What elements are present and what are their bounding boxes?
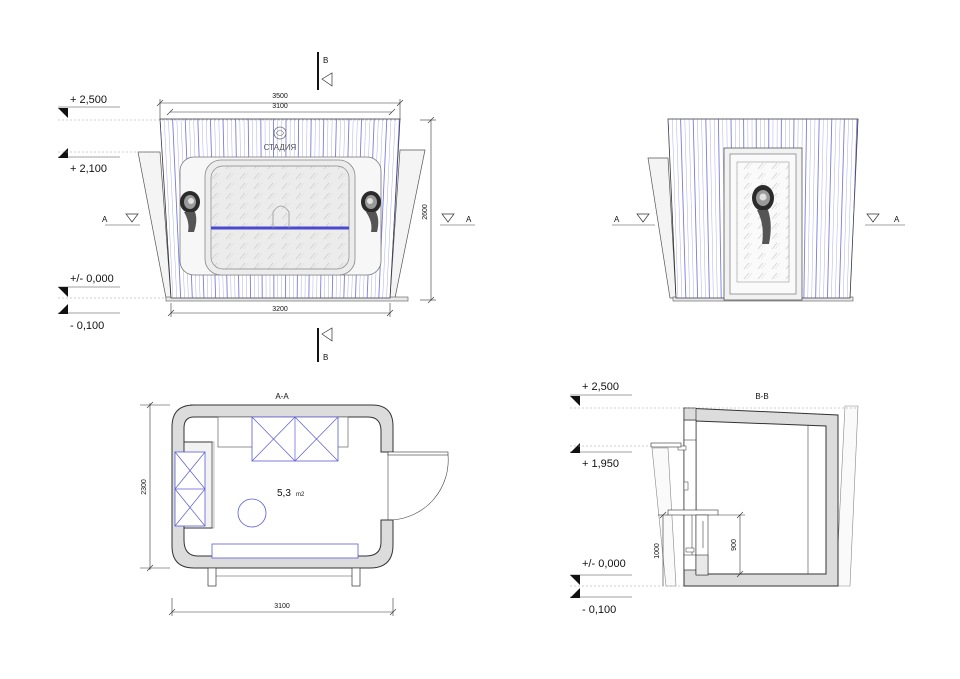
- plan-a-a: A-A 5,3 m2: [140, 392, 449, 616]
- plan-door-leaf: [387, 451, 449, 456]
- cut-marker-a-right-front: A: [440, 213, 475, 226]
- svg-text:A: A: [102, 215, 108, 224]
- section-level-markers: + 2,500 + 1,950 +/- 0,000 - 0,100: [570, 381, 858, 616]
- svg-text:A: A: [466, 215, 472, 224]
- cut-marker-a-right-side: A: [865, 213, 905, 226]
- dim-1000: 1000: [654, 543, 661, 559]
- plan-service-counter: [211, 543, 359, 559]
- dim-3100-plan: 3100: [274, 603, 290, 610]
- svg-text:B: B: [323, 353, 328, 362]
- level-front-zero: +/- 0,000: [70, 273, 114, 285]
- front-level-markers: + 2,500 + 2,100 +/- 0,000 - 0,100: [58, 94, 400, 332]
- side-elevation: [647, 118, 859, 302]
- level-front-2500: + 2,500: [70, 94, 107, 106]
- dim-900: 900: [731, 539, 738, 551]
- service-hatch: [272, 205, 290, 228]
- cut-marker-b-bottom: B: [317, 327, 333, 362]
- level-section-1950: + 1,950: [582, 458, 619, 470]
- svg-text:A: A: [614, 215, 620, 224]
- plan-stool: [237, 498, 267, 528]
- dim-2300: 2300: [141, 479, 148, 495]
- level-section-2500: + 2,500: [582, 381, 619, 393]
- area-value: 5,3: [277, 488, 291, 499]
- section-canopy-shelf: [650, 442, 682, 448]
- level-section-zero: +/- 0,000: [582, 558, 626, 570]
- dim-3500: 3500: [272, 93, 288, 100]
- section-b-b: B-B 1000 900: [650, 392, 859, 587]
- front-elevation: СТАДИЯ: [137, 118, 426, 302]
- service-window-glass: [210, 165, 350, 270]
- dim-3100-front: 3100: [272, 103, 288, 110]
- cut-marker-a-left-side: A: [612, 213, 655, 226]
- area-unit: m2: [296, 492, 305, 498]
- trophy-emblem-door: [752, 185, 774, 244]
- svg-text:A: A: [894, 215, 900, 224]
- front-dimensions: 3500 3100 3200 2600: [156, 93, 436, 317]
- plan-door-swing: [391, 454, 449, 521]
- section-title: B-B: [755, 392, 768, 401]
- cut-marker-b-top: B: [317, 52, 333, 90]
- logo-text: СТАДИЯ: [264, 143, 297, 152]
- section-counter-top: [667, 509, 719, 516]
- trophy-emblem-right: [361, 191, 381, 232]
- dim-2600: 2600: [422, 204, 429, 220]
- svg-text:B: B: [323, 56, 328, 65]
- stadium-logo: СТАДИЯ: [264, 126, 297, 152]
- level-front-minus: - 0,100: [70, 320, 104, 332]
- level-front-2100: + 2,100: [70, 163, 107, 175]
- cut-marker-a-left-front: A: [102, 213, 140, 226]
- plan-title: A-A: [275, 392, 289, 401]
- trophy-emblem-left: [180, 191, 200, 232]
- dim-3200: 3200: [272, 306, 288, 313]
- level-section-minus: - 0,100: [582, 604, 616, 616]
